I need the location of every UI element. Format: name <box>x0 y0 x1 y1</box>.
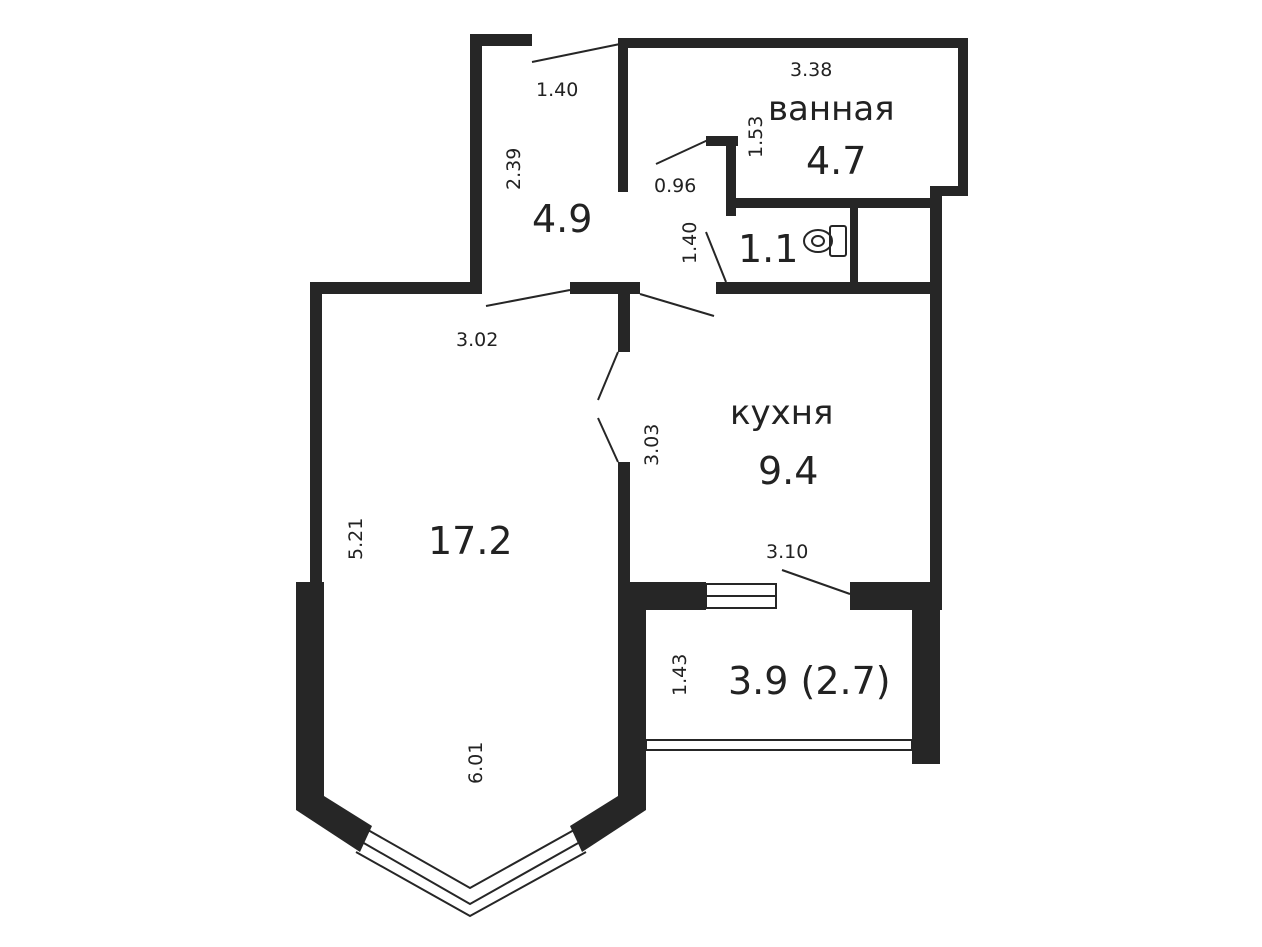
kitchen-name: кухня <box>730 393 833 433</box>
wall-wc-top <box>726 198 938 208</box>
dim-hall-height: 2.39 <box>503 148 525 190</box>
door-partition-upper <box>597 351 619 401</box>
dim-living-bottom: 6.01 <box>465 742 487 784</box>
door-living <box>485 289 571 307</box>
wall-hall-left <box>470 34 482 294</box>
wall-bath-door-stub <box>706 136 738 146</box>
balcony-area: 3.9 (2.7) <box>728 659 891 703</box>
living-area: 17.2 <box>428 519 513 563</box>
doors <box>485 43 851 595</box>
dim-balcony-depth: 1.43 <box>669 654 691 696</box>
dim-bath-side: 1.53 <box>745 116 767 158</box>
kitchen-area: 9.4 <box>758 449 818 493</box>
wall-bath-top <box>618 38 968 48</box>
toilet-icon <box>803 225 847 257</box>
dim-bath-width: 3.38 <box>790 59 832 81</box>
bath-name: ванная <box>768 89 895 129</box>
wall-bath-inner <box>726 136 736 216</box>
windows <box>355 583 913 918</box>
dim-kitchen-door: 3.03 <box>641 424 663 466</box>
wall-bath-bottom-right <box>930 186 968 196</box>
wall-partition-thick <box>618 582 646 810</box>
wall-kitchen-top <box>716 282 942 294</box>
walls <box>296 34 968 852</box>
window-balcony <box>645 739 913 751</box>
wall-partition-lower <box>618 462 630 582</box>
wall-bay-left <box>296 796 372 852</box>
door-bath <box>655 139 709 165</box>
door-kitchen-top <box>639 293 715 317</box>
wall-living-left-thick <box>296 582 324 810</box>
dim-hall-entry: 1.40 <box>536 79 578 101</box>
dim-living-door: 3.02 <box>456 329 498 351</box>
dim-living-height: 5.21 <box>345 518 367 560</box>
dim-kitchen-width: 3.10 <box>766 541 808 563</box>
wall-bath-left <box>618 38 628 192</box>
wall-shaft <box>850 198 858 286</box>
dim-bath-door: 0.96 <box>654 175 696 197</box>
wall-bath-right <box>958 38 968 196</box>
wall-living-left <box>310 282 322 582</box>
dim-wc-door: 1.40 <box>679 222 701 264</box>
wc-area: 1.1 <box>738 227 798 271</box>
wall-partition-upper <box>618 282 630 352</box>
window-bay <box>367 829 575 890</box>
wall-kitchen-bottom-left <box>618 582 706 610</box>
door-partition-lower <box>597 417 619 463</box>
door-wc <box>705 231 727 283</box>
door-balcony <box>781 569 851 595</box>
wall-balcony-right <box>912 582 940 764</box>
wall-wc-right <box>930 186 942 586</box>
wall-hall-top <box>470 34 532 46</box>
hall-area: 4.9 <box>532 197 592 241</box>
door-entry <box>531 43 621 63</box>
wall-living-top <box>310 282 482 294</box>
bath-area: 4.7 <box>806 139 866 183</box>
